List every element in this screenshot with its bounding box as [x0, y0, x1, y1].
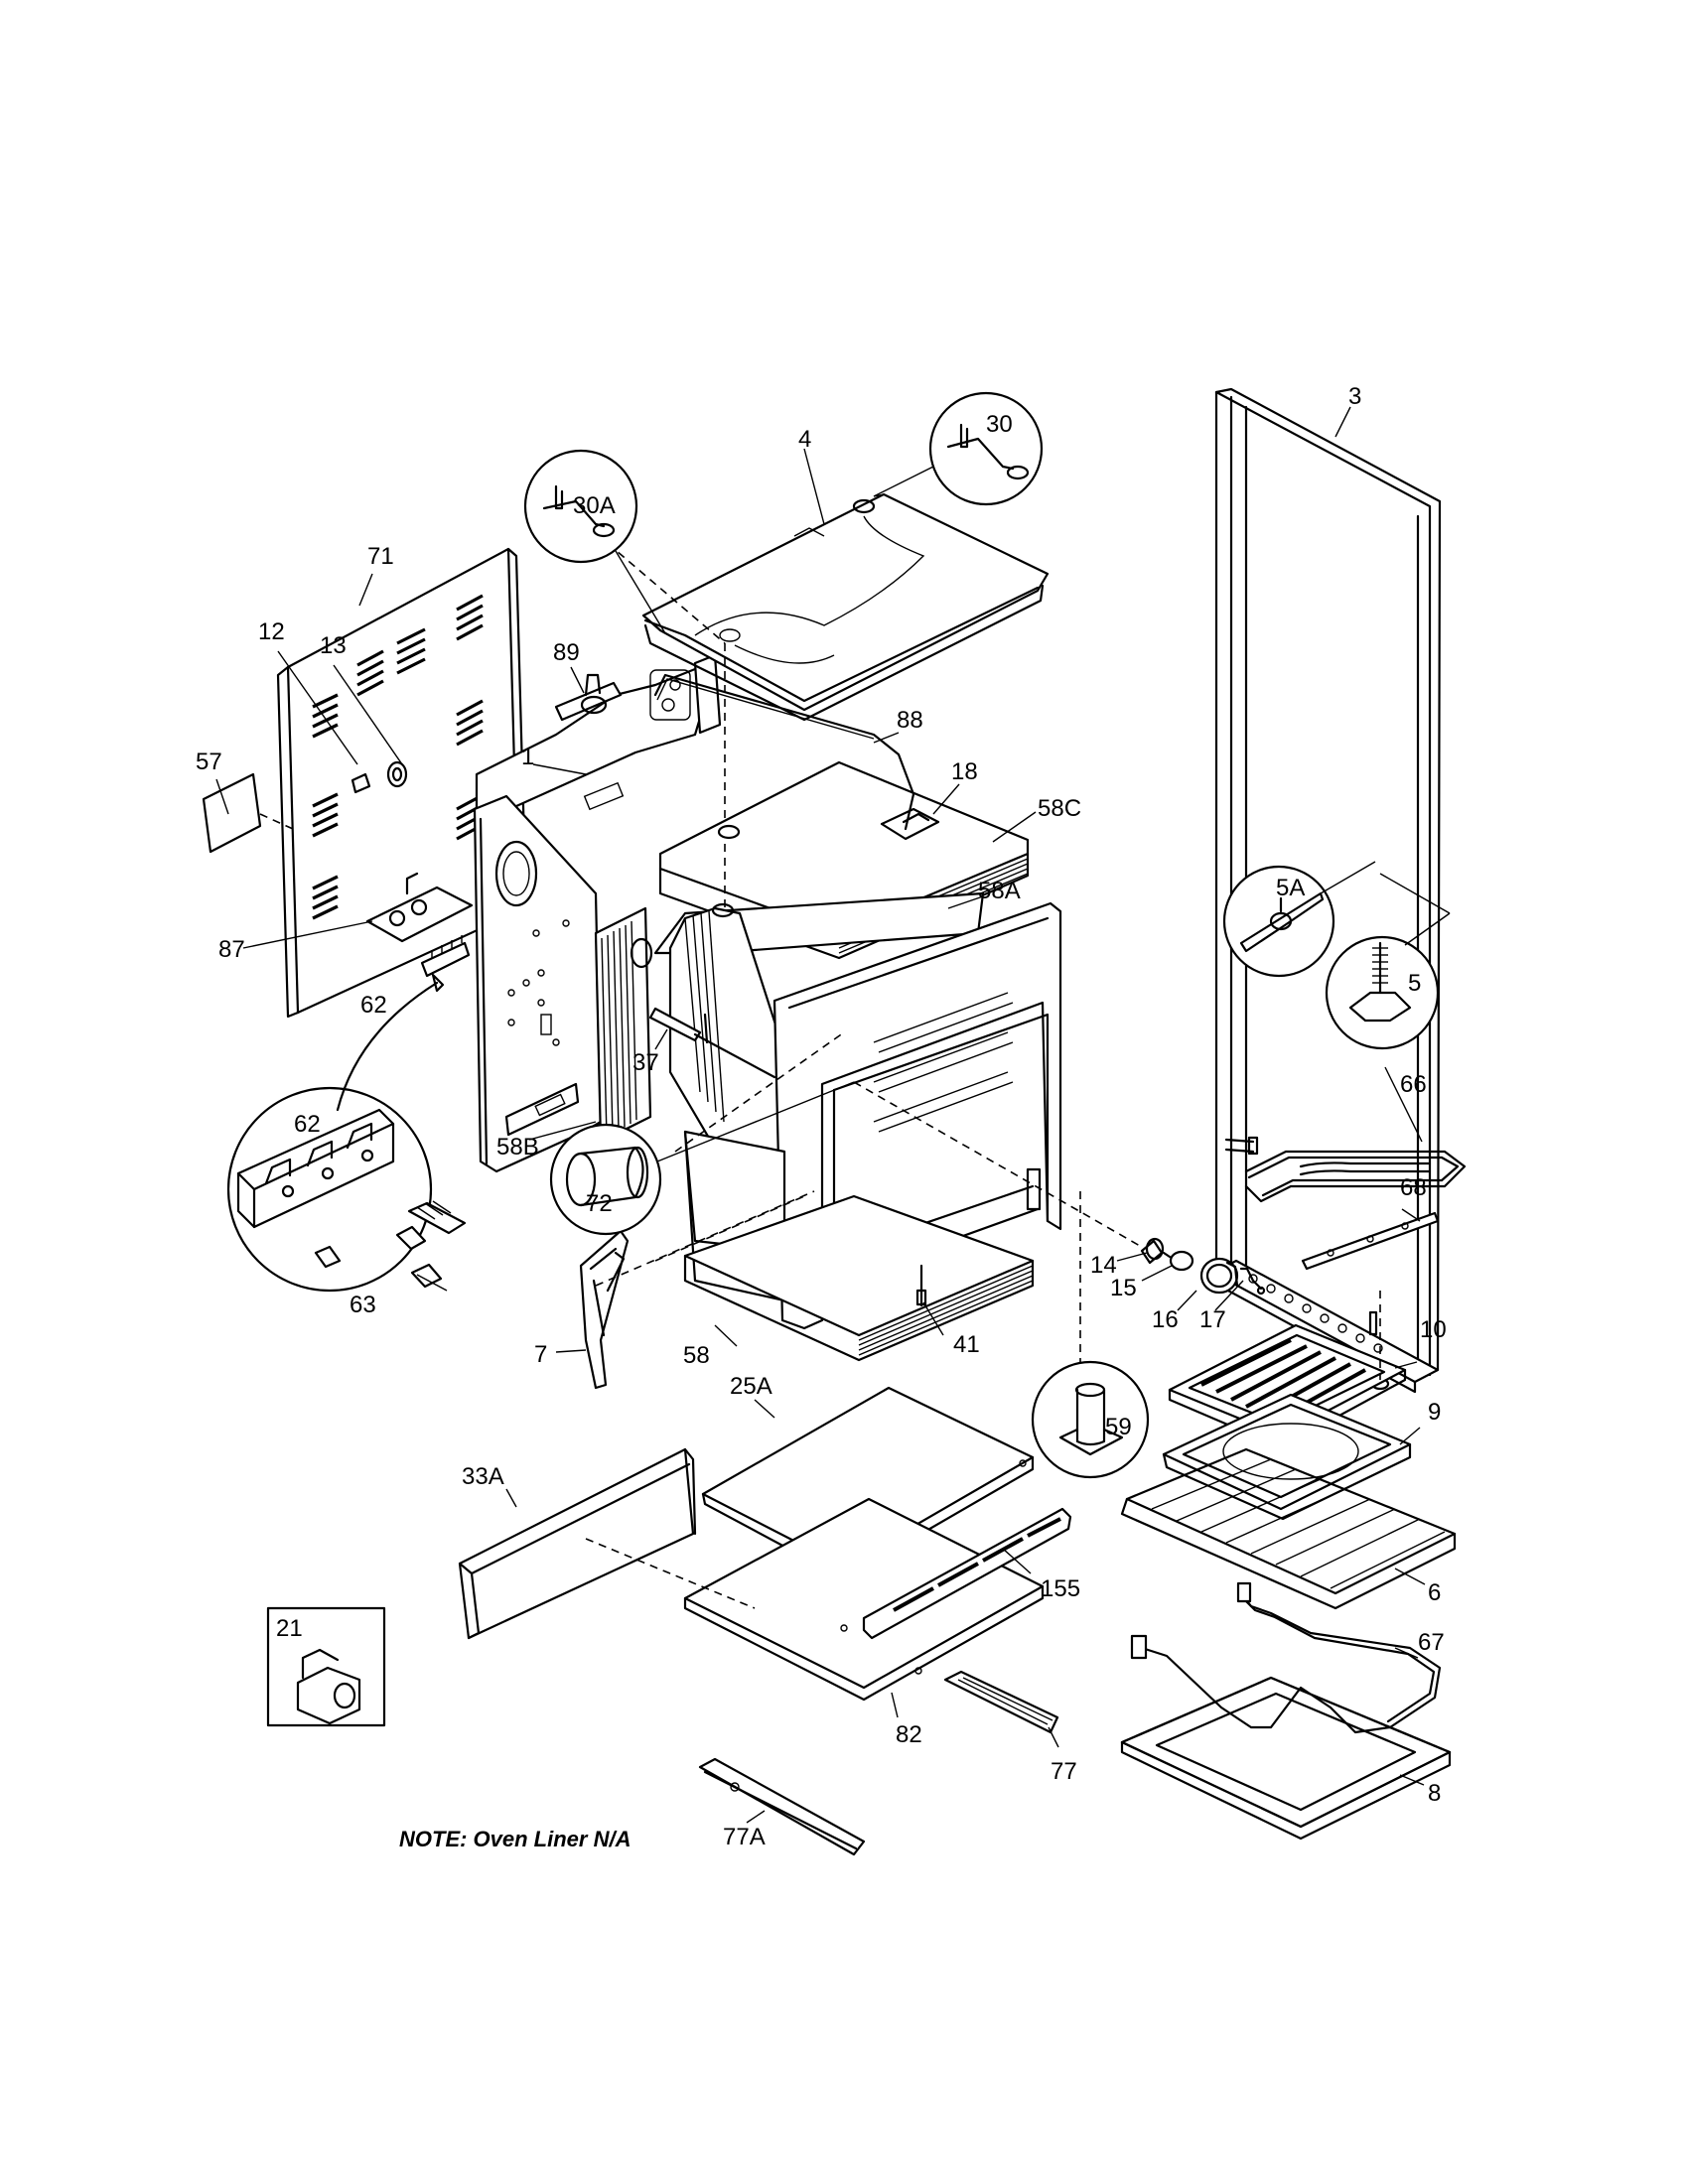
note-oven-liner: NOTE: Oven Liner N/A [399, 1827, 631, 1851]
detail-circle-5A [1222, 861, 1376, 978]
label-3: 3 [1348, 383, 1361, 410]
label-30A: 30A [573, 492, 616, 519]
detail-circle-59 [1031, 1360, 1150, 1479]
label-88: 88 [897, 707, 923, 734]
door-latch-7 [579, 1229, 630, 1390]
front-frame-panel [473, 794, 603, 1173]
label-37: 37 [632, 1049, 659, 1076]
label-4: 4 [798, 426, 811, 453]
label-77: 77 [1051, 1758, 1077, 1785]
label-17: 17 [1199, 1306, 1226, 1333]
label-58: 58 [683, 1342, 710, 1369]
detail-circle-72 [549, 1081, 855, 1236]
label-15: 15 [1110, 1275, 1137, 1301]
label-1: 1 [521, 744, 534, 770]
panel-33A [458, 1447, 697, 1640]
bottom-insulation-58 [683, 1194, 1035, 1362]
label-155: 155 [1041, 1575, 1080, 1602]
label-67: 67 [1418, 1629, 1445, 1656]
drip-tray-8 [1120, 1676, 1452, 1841]
insulation-58B [594, 906, 653, 1144]
bracket-89 [554, 673, 623, 722]
broil-element-66 [1224, 1136, 1467, 1203]
label-13: 13 [320, 632, 347, 659]
label-41: 41 [953, 1331, 980, 1358]
back-panel-71 [276, 547, 528, 1019]
label-66: 66 [1400, 1071, 1427, 1098]
label-59: 59 [1105, 1414, 1132, 1440]
label-14: 14 [1090, 1252, 1117, 1279]
vent-panel-155 [862, 1507, 1072, 1640]
oven-rack-6 [1120, 1447, 1457, 1610]
detail-box-21 [266, 1606, 386, 1727]
leader-lines [215, 406, 1426, 1824]
label-16: 16 [1152, 1306, 1179, 1333]
element-bracket-68 [1301, 1211, 1440, 1271]
label-89: 89 [553, 639, 580, 666]
label-57: 57 [196, 749, 222, 775]
label-68: 68 [1400, 1174, 1427, 1201]
label-5: 5 [1408, 970, 1421, 997]
panel-82 [683, 1497, 1045, 1702]
oven-lamp-assembly [1140, 1237, 1266, 1296]
detail-circle-30A [523, 449, 666, 634]
label-58B: 58B [496, 1134, 539, 1160]
screw-12 [351, 760, 408, 794]
label-62-detail: 62 [294, 1111, 321, 1138]
label-5A: 5A [1276, 875, 1305, 901]
label-71: 71 [367, 543, 394, 570]
broil-pan-9 [1162, 1393, 1412, 1521]
label-18: 18 [951, 758, 978, 785]
label-9: 9 [1428, 1399, 1441, 1426]
rail-77A [698, 1757, 866, 1856]
rail-77 [943, 1670, 1059, 1734]
label-10: 10 [1420, 1316, 1447, 1343]
wire-88 [653, 673, 915, 831]
label-62-top: 62 [360, 992, 387, 1019]
label-33A: 33A [462, 1463, 504, 1490]
label-77A: 77A [723, 1824, 766, 1850]
part-labels: 71 12 13 57 87 62 62 63 1 89 4 30A 30 88… [196, 383, 1447, 1851]
cover-plate-57 [202, 772, 294, 854]
label-8: 8 [1428, 1780, 1441, 1807]
label-6: 6 [1428, 1579, 1441, 1606]
label-7: 7 [534, 1341, 547, 1368]
label-82: 82 [896, 1721, 922, 1748]
label-21: 21 [276, 1615, 303, 1642]
label-25A: 25A [730, 1373, 772, 1400]
detail-circle-62 [226, 973, 467, 1293]
detail-circle-30 [873, 391, 1044, 506]
detail-circle-5 [1325, 873, 1451, 1050]
label-30: 30 [986, 411, 1013, 438]
label-58C: 58C [1038, 795, 1081, 822]
label-87: 87 [218, 936, 245, 963]
label-58A: 58A [978, 878, 1021, 904]
label-72: 72 [586, 1190, 613, 1217]
terminal-block-62 [420, 935, 471, 978]
bake-element-67 [1130, 1581, 1442, 1734]
label-12: 12 [258, 618, 285, 645]
sensor-37 [648, 1007, 776, 1079]
label-63: 63 [350, 1292, 376, 1318]
